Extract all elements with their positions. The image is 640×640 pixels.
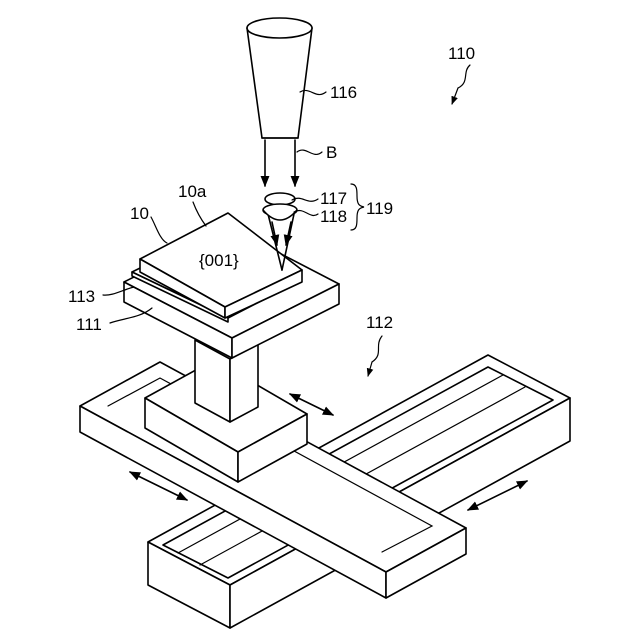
label-stage-top: 111 [76,315,102,334]
lens [263,193,297,220]
label-lens-lower: 118 [320,207,347,226]
label-beam-source: 116 [330,83,357,102]
orientation-label: {001} [199,251,239,270]
beam-source [247,18,312,138]
label-crystal-face: 10a [178,182,207,201]
label-crystal: 10 [130,204,149,223]
label-lens-group: 119 [366,199,393,218]
label-stage: 112 [366,313,393,332]
label-system: 110 [448,44,475,63]
label-lens-upper: 117 [320,189,347,208]
label-holder: 113 [68,287,95,306]
label-beam: B [326,143,337,162]
